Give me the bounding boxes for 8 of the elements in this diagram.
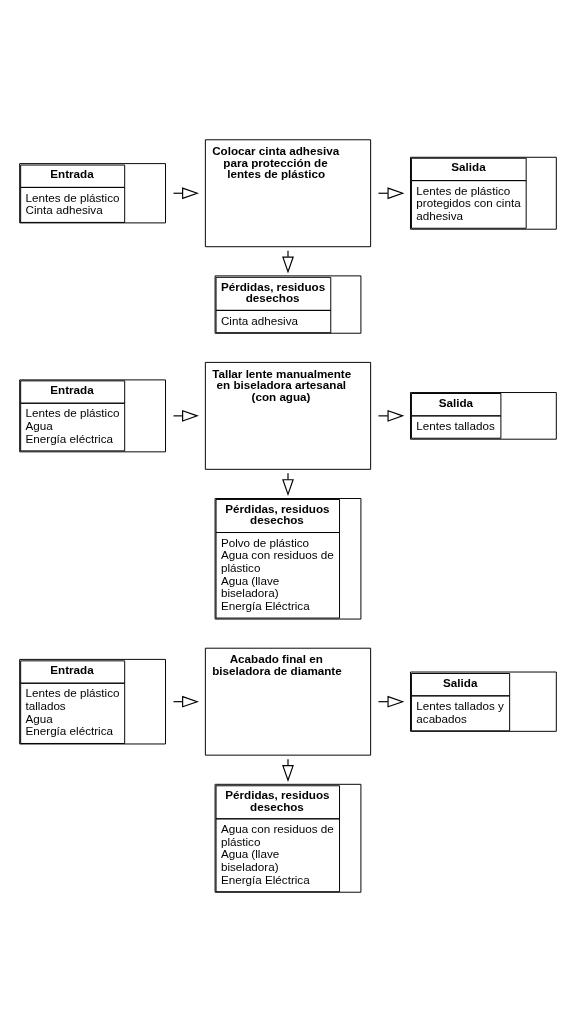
node-box: Colocar cinta adhesiva para protección de lentes de plástico (204, 139, 372, 248)
arrow (282, 472, 294, 497)
arrow (377, 409, 405, 422)
node-box: Acabado final en biseladora de diamante (204, 647, 372, 756)
node-box: Tallar lente manualmente en biseladora artesanal (con agua) (204, 361, 372, 470)
arrow (282, 250, 294, 274)
arrow (172, 409, 199, 422)
arrow (282, 758, 294, 782)
